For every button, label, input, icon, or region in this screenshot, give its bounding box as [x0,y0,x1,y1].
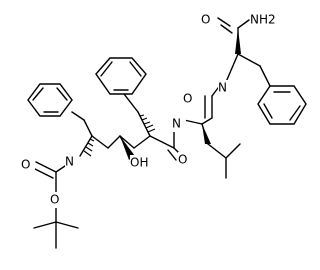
bond [32,167,54,179]
bond [83,119,93,137]
phenyl-ring-middle [95,57,147,95]
bond [119,135,135,149]
atom-oxygen: O [201,13,210,27]
bond [71,111,85,121]
bond [56,87,68,101]
atom-nitrogen: N [172,117,181,131]
bond [220,24,233,34]
bond [55,221,79,229]
bond [225,53,239,83]
bond [183,119,203,125]
atom-hydroxyl: OH [130,156,148,170]
atom-oxygen: O [178,153,187,167]
hash-bond [139,114,156,133]
bond [35,161,57,173]
bond [237,19,250,29]
bond [211,87,219,97]
bond [91,135,109,149]
stereo-bonds [83,28,241,160]
bond [149,135,175,149]
phenyl-ring-right [257,85,307,125]
atom-oxygen: O [50,193,59,207]
bond [33,221,57,229]
atom-oxygen: O [183,92,192,106]
bond [167,149,177,161]
atom-amine: NH2 [250,13,276,27]
bond [289,105,301,121]
bond [259,65,271,87]
bond [133,135,151,149]
atom-labels: O NH2 O N N O OH N O O [21,12,278,208]
bond [100,61,113,77]
hash-bond [83,138,95,157]
bond [237,53,261,67]
phenyl-ring-left [27,83,73,117]
wedge-bond [120,136,135,160]
wedge-bond [235,28,241,54]
bond [225,143,241,159]
bond [32,87,44,101]
atom-oxygen: O [21,158,30,172]
bond [123,93,139,113]
atom-nitrogen: N [218,81,227,95]
bonds [27,17,307,249]
atom-nitrogen: N [65,155,74,169]
wedge-bond [202,124,211,144]
bond [201,117,213,125]
bond [217,17,231,27]
bond [129,61,142,77]
bond [263,103,273,119]
bond [107,135,121,149]
bond [207,143,227,159]
